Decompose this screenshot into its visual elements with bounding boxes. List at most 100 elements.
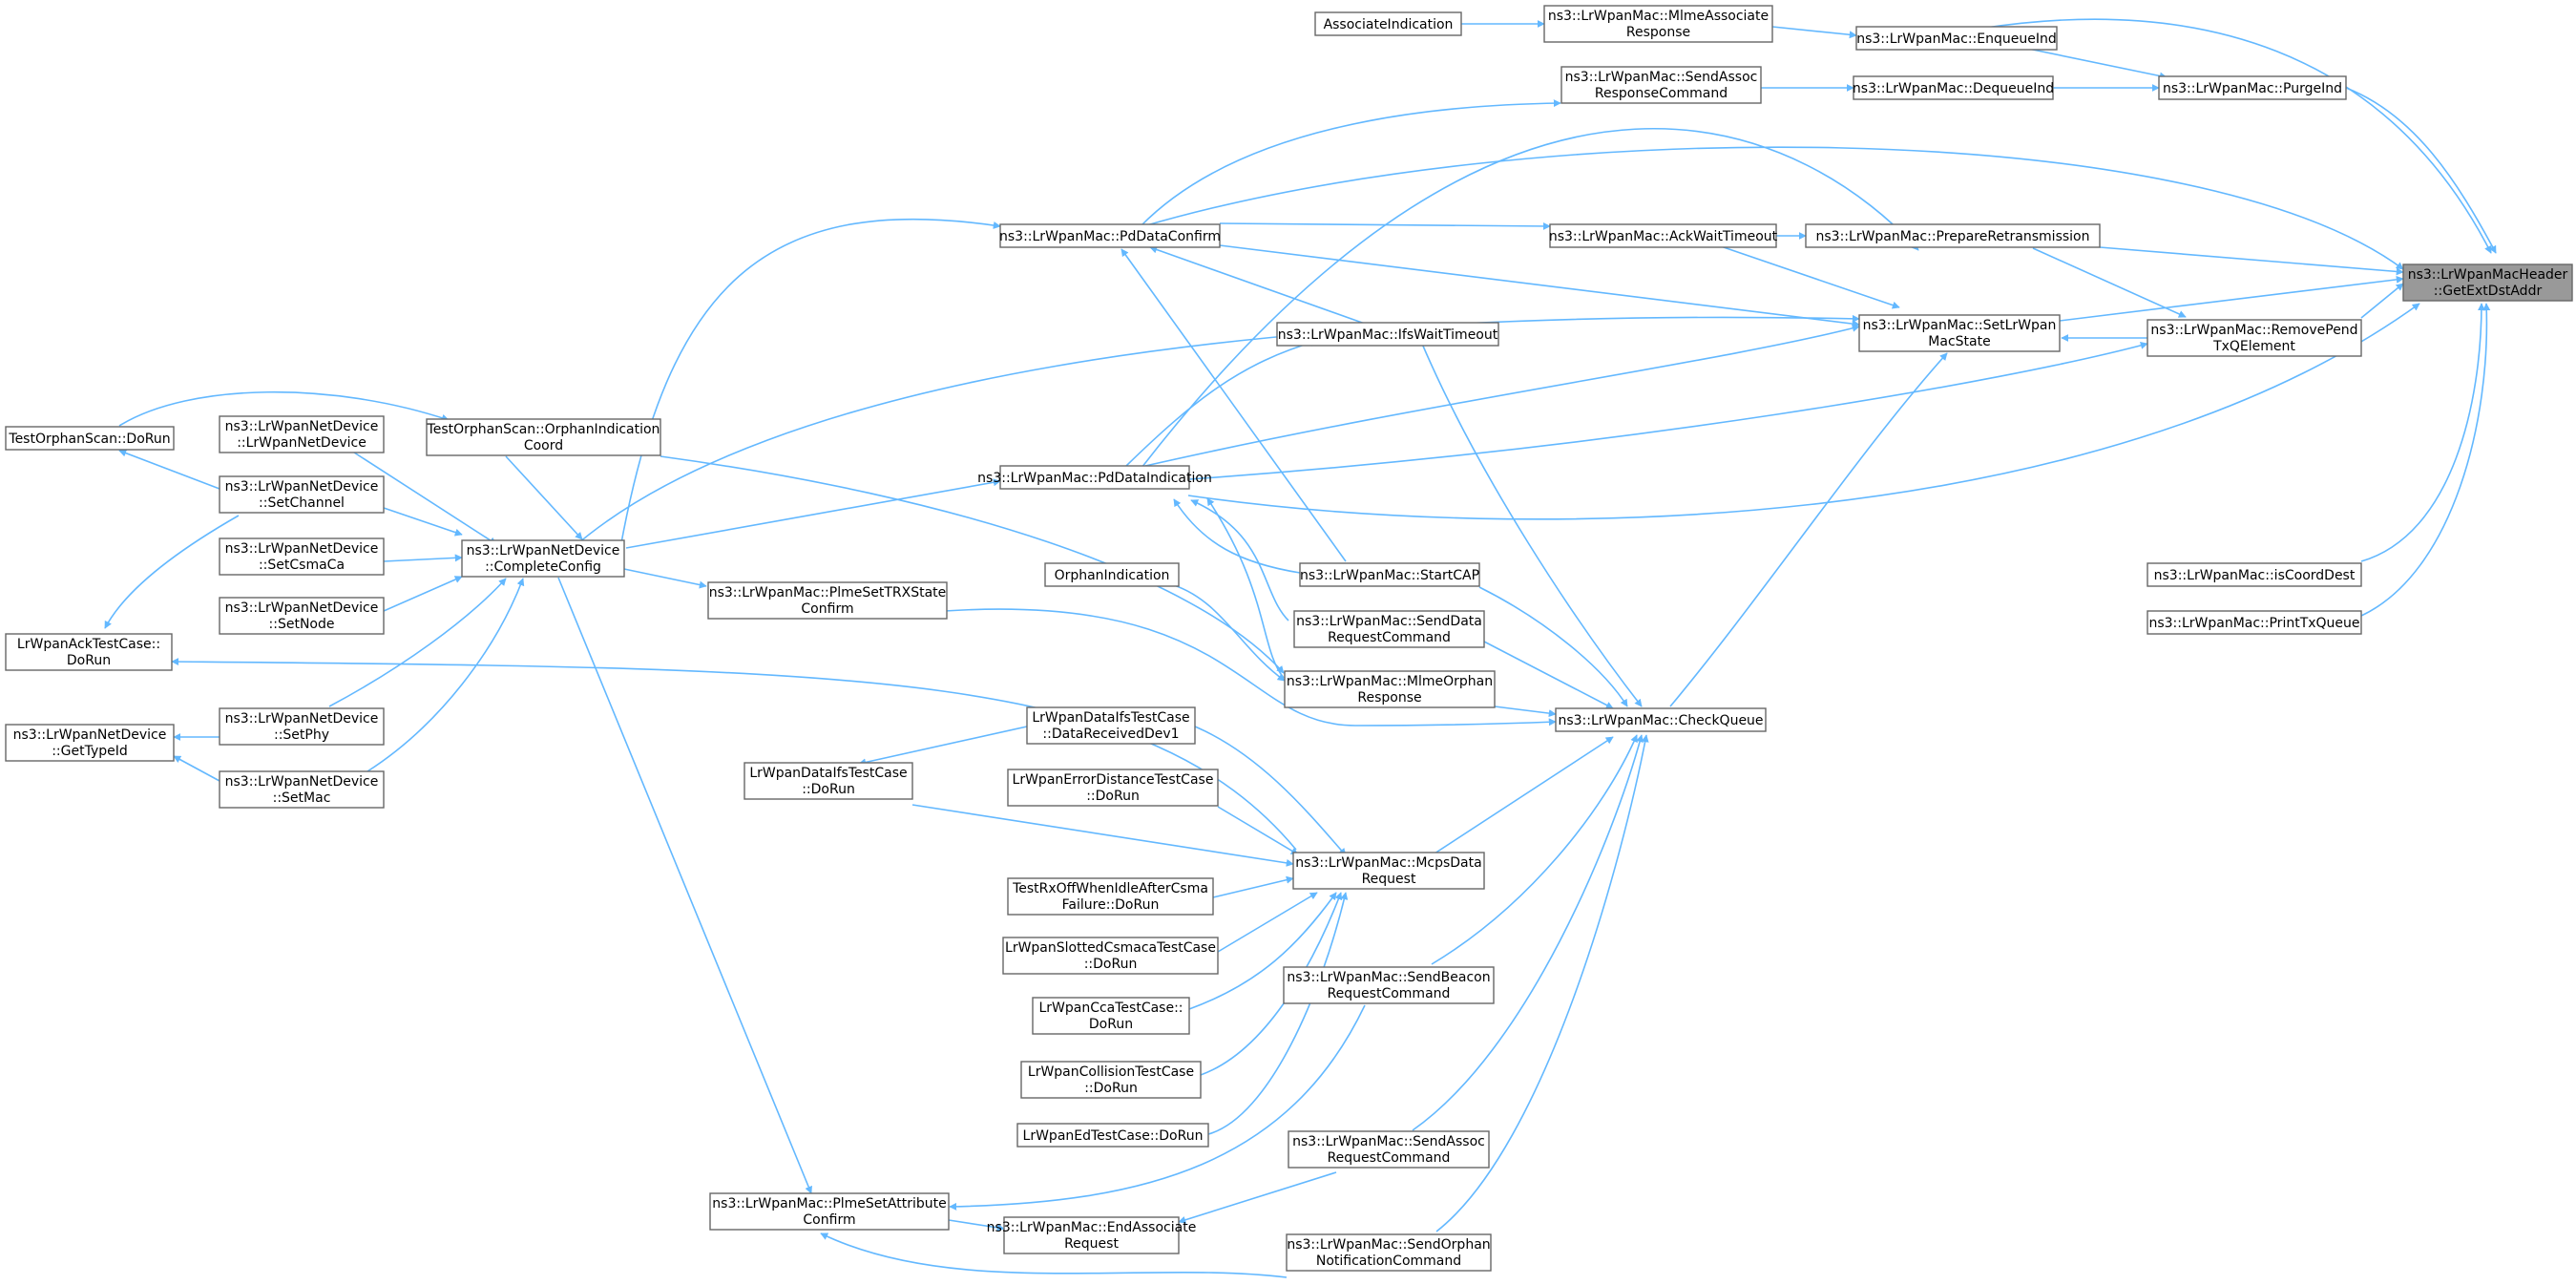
nodes: ns3::LrWpanMacHeader ::GetExtDstAddr ns3… [5, 5, 2573, 1272]
node-label: ResponseCommand [1595, 86, 1728, 101]
node-removePend[interactable]: ns3::LrWpanMac::RemovePend TxQElement [2147, 319, 2362, 357]
node-mlmeOrphanResp[interactable]: ns3::LrWpanMac::MlmeOrphan Response [1284, 670, 1496, 708]
node-plmeSetAttr[interactable]: ns3::LrWpanMac::PlmeSetAttribute Confirm [709, 1192, 950, 1231]
node-edDoRun[interactable]: LrWpanEdTestCase::DoRun [1016, 1123, 1209, 1148]
edge-errDistDoRun-mcpsDataReq [1217, 806, 1299, 855]
node-label: TestRxOffWhenIdleAfterCsma [1012, 881, 1208, 896]
edge-setCsmaCa-completeConfig [383, 554, 463, 562]
node-label: RequestCommand [1328, 630, 1451, 645]
edge-pdDataConfirm-setMacState [1219, 244, 1860, 328]
node-startCap[interactable]: ns3::LrWpanMac::StartCAP [1299, 562, 1480, 587]
node-dequeueInd[interactable]: ns3::LrWpanMac::DequeueInd [1853, 75, 2054, 100]
node-rxOffDoRun[interactable]: TestRxOffWhenIdleAfterCsma Failure::DoRu… [1007, 877, 1214, 916]
edge-sendDataReq-checkQueue [1483, 641, 1614, 709]
node-dataIfsRecv[interactable]: LrWpanDataIfsTestCase ::DataReceivedDev1 [1026, 706, 1196, 745]
node-prepRetrans[interactable]: ns3::LrWpanMac::PrepareRetransmission [1805, 223, 2101, 248]
node-label: ns3::LrWpanMac::PdDataConfirm [999, 229, 1221, 244]
edge-ccaDoRun-mcpsDataReq [1188, 892, 1337, 1010]
node-label: ns3::LrWpanNetDevice [225, 479, 379, 495]
node-label: OrphanIndication [1055, 568, 1170, 583]
node-label: ns3::LrWpanNetDevice [13, 727, 167, 743]
node-label: ::DoRun [1086, 789, 1140, 804]
edge-pdDataInd-removePend [1188, 341, 2148, 480]
node-label: ns3::LrWpanNetDevice [225, 541, 379, 557]
node-label: LrWpanDataIfsTestCase [1032, 710, 1189, 726]
edge-sendDataReq-pdDataInd [1190, 499, 1289, 621]
node-label: ns3::LrWpanMac::PurgeInd [2163, 81, 2342, 96]
node-label: TestOrphanScan::DoRun [8, 432, 170, 447]
node-pdDataConfirm[interactable]: ns3::LrWpanMac::PdDataConfirm [999, 223, 1221, 248]
node-orphanInd[interactable]: OrphanIndication [1044, 562, 1180, 587]
node-getTypeId[interactable]: ns3::LrWpanNetDevice ::GetTypeId [5, 724, 175, 762]
edge-setMac-completeConfig [367, 578, 525, 772]
node-setNode[interactable]: ns3::LrWpanNetDevice ::SetNode [219, 597, 385, 635]
node-label: ::DataReceivedDev1 [1042, 727, 1179, 742]
node-mcpsDataReq[interactable]: ns3::LrWpanMac::McpsData Request [1292, 852, 1485, 890]
node-label: ns3::LrWpanMac::MlmeAssociate [1548, 9, 1769, 24]
node-plmeSetTrx[interactable]: ns3::LrWpanMac::PlmeSetTRXState Confirm [707, 581, 948, 620]
node-label: ns3::LrWpanNetDevice [467, 543, 620, 558]
edge-pdDataInd-setMacState [1144, 324, 1860, 467]
edge-purgeInd-target [2345, 87, 2497, 254]
node-pdDataInd[interactable]: ns3::LrWpanMac::PdDataIndication [977, 465, 1212, 490]
edge-enqueueInd-purgeInd [2027, 48, 2168, 80]
node-sendOrphanNotif[interactable]: ns3::LrWpanMac::SendOrphan NotificationC… [1286, 1233, 1492, 1272]
node-label: LrWpanAckTestCase:: [17, 637, 160, 652]
node-assocInd[interactable]: AssociateIndication [1314, 11, 1462, 36]
node-label: ::SetNode [269, 617, 335, 632]
node-label: LrWpanDataIfsTestCase [749, 766, 907, 781]
node-label: ns3::LrWpanMac::RemovePend [2150, 323, 2357, 338]
node-enqueueInd[interactable]: ns3::LrWpanMac::EnqueueInd [1855, 26, 2058, 51]
node-ackTestDoRun[interactable]: LrWpanAckTestCase:: DoRun [5, 633, 173, 671]
node-completeConfig[interactable]: ns3::LrWpanNetDevice ::CompleteConfig [461, 539, 625, 578]
node-label: TxQElement [2212, 339, 2295, 354]
node-label: ns3::LrWpanMac::EnqueueInd [1856, 32, 2057, 47]
node-purgeInd[interactable]: ns3::LrWpanMac::PurgeInd [2158, 75, 2347, 100]
node-sendAssocResp[interactable]: ns3::LrWpanMac::SendAssoc ResponseComman… [1560, 66, 1762, 104]
node-target[interactable]: ns3::LrWpanMacHeader ::GetExtDstAddr [2402, 263, 2573, 302]
node-checkQueue[interactable]: ns3::LrWpanMac::CheckQueue [1555, 707, 1767, 732]
node-label: ns3::LrWpanNetDevice [225, 419, 379, 434]
edge-startCap-pdDataInd [1173, 498, 1301, 574]
node-label: ns3::LrWpanMac::EndAssociate [987, 1220, 1197, 1235]
node-setMacState[interactable]: ns3::LrWpanMac::SetLrWpan MacState [1858, 314, 2061, 352]
node-endAssocReq[interactable]: ns3::LrWpanMac::EndAssociate Request [987, 1216, 1197, 1254]
node-setChannel[interactable]: ns3::LrWpanNetDevice ::SetChannel [219, 475, 385, 514]
node-label: LrWpanCollisionTestCase [1028, 1064, 1194, 1080]
node-sendDataReq[interactable]: ns3::LrWpanMac::SendData RequestCommand [1293, 610, 1485, 648]
node-mlmeAssocResp[interactable]: ns3::LrWpanMac::MlmeAssociate Response [1543, 5, 1773, 43]
node-netDeviceCtor[interactable]: ns3::LrWpanNetDevice ::LrWpanNetDevice [219, 415, 385, 453]
edge-sendOrphanNotif-plmeSetAttr [820, 1232, 1288, 1278]
node-slottedDoRun[interactable]: LrWpanSlottedCsmacaTestCase ::DoRun [1002, 937, 1219, 975]
edge-sendAssocReq-endAssocReq [1178, 1171, 1337, 1224]
node-collisionDoRun[interactable]: LrWpanCollisionTestCase ::DoRun [1020, 1061, 1202, 1099]
node-label: ns3::LrWpanMac::PlmeSetTRXState [709, 585, 947, 600]
node-label: RequestCommand [1328, 1150, 1451, 1166]
node-sendAssocReq[interactable]: ns3::LrWpanMac::SendAssoc RequestCommand [1288, 1130, 1490, 1169]
node-label: ::CompleteConfig [485, 559, 601, 575]
edge-setNode-completeConfig [383, 576, 463, 612]
edge-dataIfsRecv-dataIfsDoRun [858, 726, 1028, 767]
node-orphanIndCoord[interactable]: TestOrphanScan::OrphanIndication Coord [426, 418, 661, 456]
node-testOrphanDoRun[interactable]: TestOrphanScan::DoRun [5, 426, 175, 451]
node-errDistDoRun[interactable]: LrWpanErrorDistanceTestCase ::DoRun [1007, 769, 1219, 807]
node-setCsmaCa[interactable]: ns3::LrWpanNetDevice ::SetCsmaCa [219, 537, 385, 576]
edge-setPhy-completeConfig [328, 578, 507, 707]
node-printTxQueue[interactable]: ns3::LrWpanMac::PrintTxQueue [2147, 610, 2362, 635]
node-setPhy[interactable]: ns3::LrWpanNetDevice ::SetPhy [219, 707, 385, 746]
node-sendBeaconReq[interactable]: ns3::LrWpanMac::SendBeacon RequestComman… [1283, 966, 1495, 1004]
edge-mcpsDataReq-ackTestDoRun [171, 658, 1297, 851]
node-ackWait[interactable]: ns3::LrWpanMac::AckWaitTimeout [1549, 223, 1778, 248]
node-label: LrWpanCcaTestCase:: [1038, 1001, 1183, 1016]
node-ccaDoRun[interactable]: LrWpanCcaTestCase:: DoRun [1032, 997, 1190, 1035]
edge-completeConfig-pdDataInd [625, 478, 1001, 549]
edge-checkQueue-setMacState [1669, 352, 1948, 707]
node-label: ns3::LrWpanMac::SendOrphan [1287, 1237, 1490, 1253]
node-ifsWait[interactable]: ns3::LrWpanMac::IfsWaitTimeout [1276, 322, 1499, 347]
node-setMac[interactable]: ns3::LrWpanNetDevice ::SetMac [219, 770, 385, 809]
node-label: LrWpanErrorDistanceTestCase [1013, 772, 1214, 788]
node-label: ::SetMac [273, 790, 331, 806]
node-label: Failure::DoRun [1062, 897, 1160, 913]
node-dataIfsDoRun[interactable]: LrWpanDataIfsTestCase ::DoRun [743, 762, 913, 800]
node-isCoordDest[interactable]: ns3::LrWpanMac::isCoordDest [2147, 562, 2362, 587]
